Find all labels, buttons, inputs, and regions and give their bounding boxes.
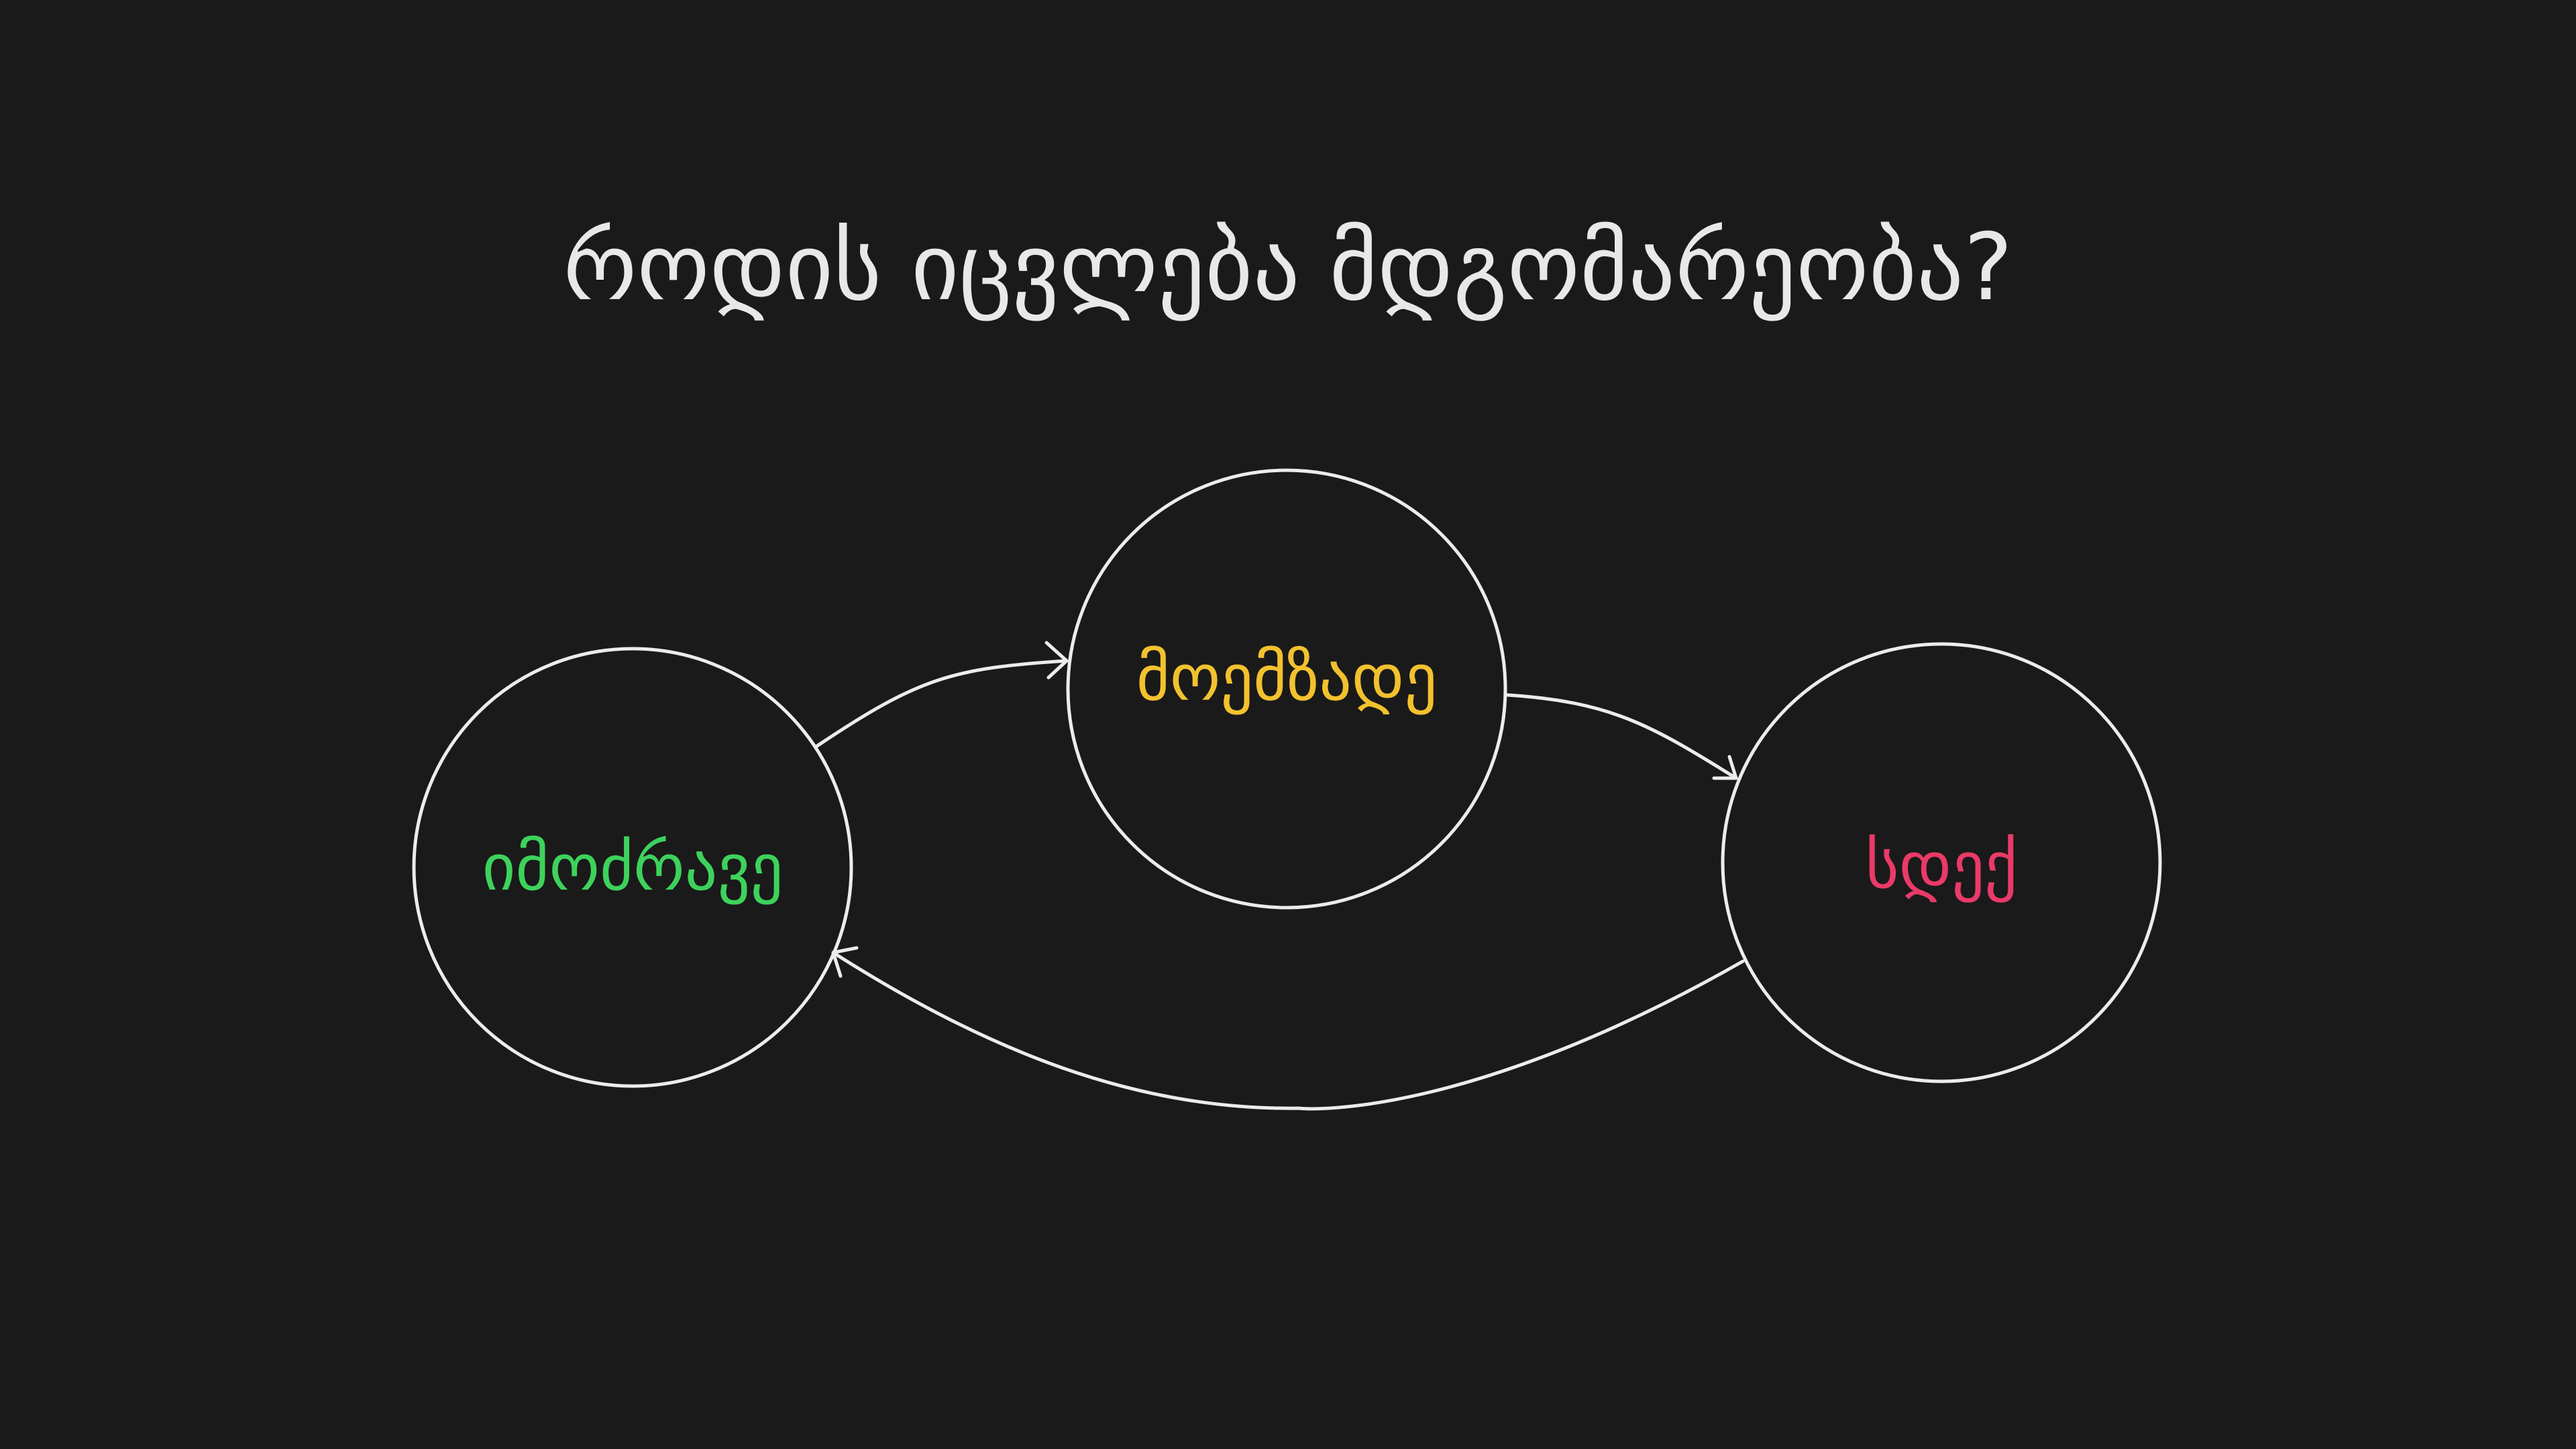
state-label-moving: იმოძრავე: [482, 830, 784, 905]
state-circle-ready: [1066, 468, 1507, 910]
transition-moving-to-ready: [815, 641, 1069, 748]
state-node-stop: სდექ: [1721, 642, 2162, 1083]
transition-ready-to-stop: [1505, 693, 1738, 780]
arrowhead-stop: [1712, 755, 1738, 780]
page-title: როდის იცვლება მდგომარეობა?: [563, 213, 2013, 321]
state-node-ready: მოემზადე: [1066, 468, 1507, 910]
state-label-ready: მოემზადე: [1136, 640, 1438, 715]
state-circle-moving: [412, 647, 853, 1088]
edge-stop-to-moving: [831, 951, 1745, 1111]
edge-moving-to-ready: [815, 659, 1069, 748]
arrowhead-ready: [1044, 641, 1069, 680]
state-label-stop: სდექ: [1866, 828, 2018, 903]
state-node-moving: იმოძრავე: [412, 647, 853, 1088]
transition-stop-to-moving: [831, 946, 1745, 1111]
edge-ready-to-stop: [1505, 693, 1738, 780]
state-circle-stop: [1721, 642, 2162, 1083]
